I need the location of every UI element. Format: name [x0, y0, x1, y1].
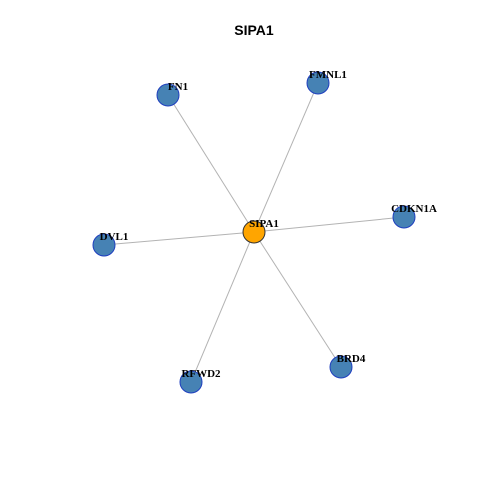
edge-sipa1-fmnl1: [253, 82, 319, 233]
node-fn1: FN1: [156, 81, 188, 107]
node-label-fmnl1: FMNL1: [309, 69, 347, 81]
node-circle-brd4: [329, 355, 353, 379]
edges-layer: [103, 82, 405, 383]
node-label-cdkn1a: CDKN1A: [391, 203, 437, 215]
node-sipa1: SIPA1: [242, 218, 279, 244]
node-circle-sipa1: [242, 220, 266, 244]
node-dvl1: DVL1: [92, 231, 129, 257]
node-circle-rfwd2: [179, 370, 203, 394]
node-label-brd4: BRD4: [337, 353, 366, 365]
node-rfwd2: RFWD2: [179, 368, 221, 394]
edge-sipa1-rfwd2: [190, 231, 255, 383]
edge-sipa1-fn1: [167, 94, 255, 233]
edge-sipa1-dvl1: [103, 231, 255, 246]
graph-title: SIPA1: [234, 22, 274, 38]
node-label-dvl1: DVL1: [100, 231, 129, 243]
node-label-rfwd2: RFWD2: [181, 368, 221, 380]
node-circle-fmnl1: [306, 71, 330, 95]
node-label-sipa1: SIPA1: [249, 218, 279, 230]
node-brd4: BRD4: [329, 353, 366, 379]
edge-sipa1-cdkn1a: [253, 216, 405, 233]
node-label-fn1: FN1: [168, 81, 188, 93]
edge-sipa1-brd4: [253, 231, 342, 368]
node-fmnl1: FMNL1: [306, 69, 347, 95]
node-cdkn1a: CDKN1A: [391, 203, 437, 229]
node-circle-fn1: [156, 83, 180, 107]
node-circle-cdkn1a: [392, 205, 416, 229]
node-circle-dvl1: [92, 233, 116, 257]
